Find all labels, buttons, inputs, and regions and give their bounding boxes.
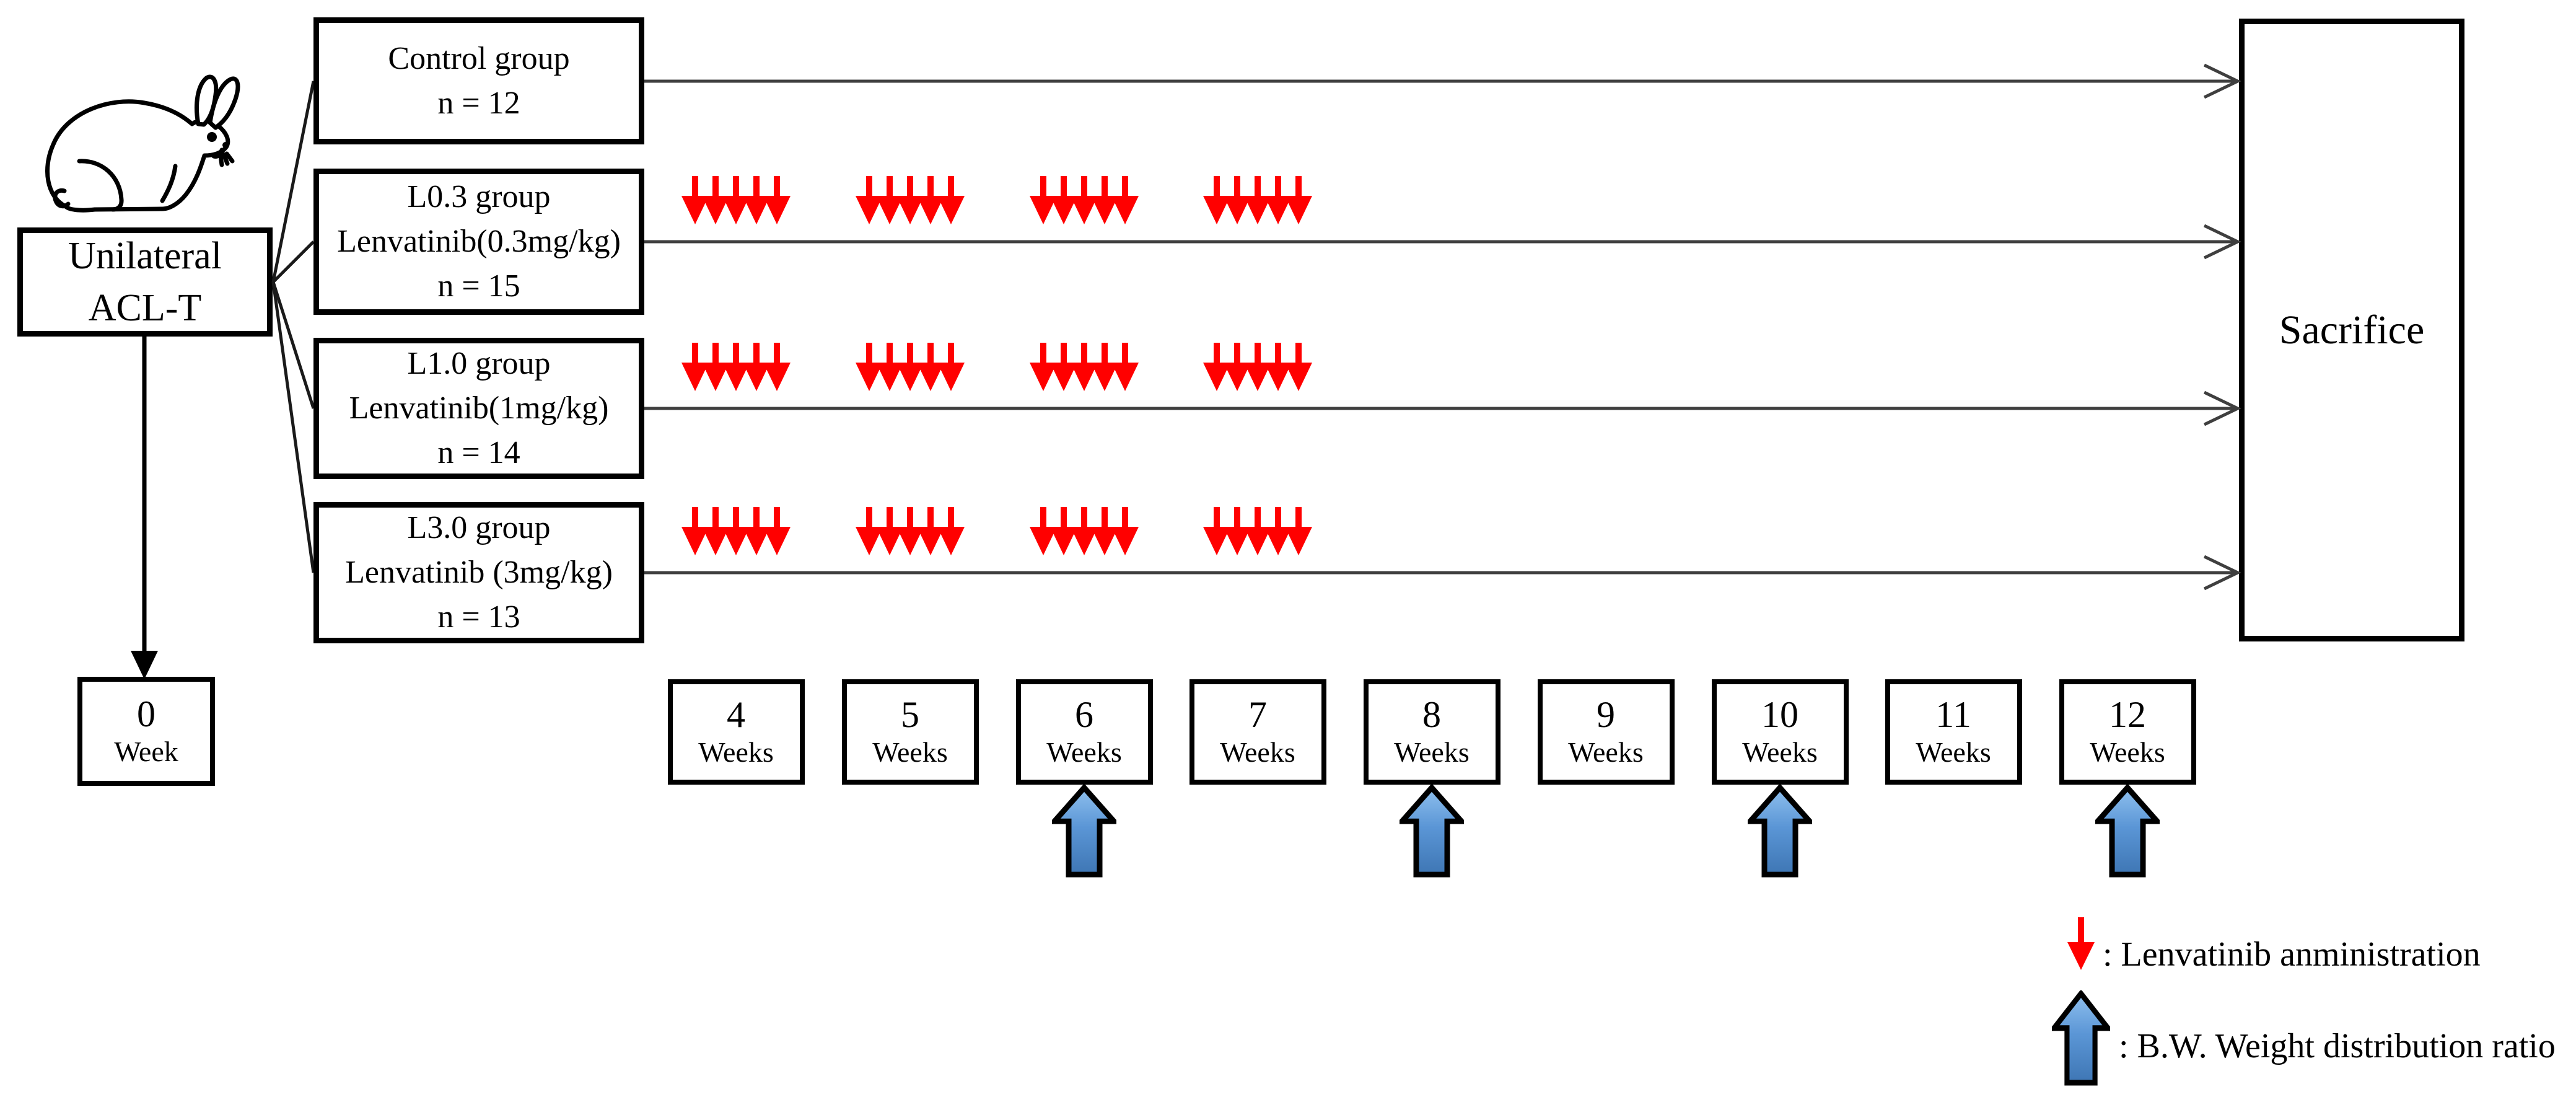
week-box-4: 4 Weeks (667, 679, 805, 785)
week-box-7: 7 Weeks (1189, 679, 1326, 785)
group-box-control: Control group n = 12 (313, 17, 644, 144)
week-number: 4 (727, 694, 745, 735)
group-box-line: Lenvatinib(1mg/kg) (349, 390, 609, 426)
week-unit: Weeks (1220, 736, 1295, 768)
week-number: 10 (1761, 694, 1798, 735)
lenvatinib-arrow-cluster-l10-week4 (681, 343, 791, 391)
lenvatinib-arrow-cluster-l30-week4 (681, 507, 791, 555)
rabbit-illustration (45, 74, 240, 213)
group-box-line: Control group (388, 40, 570, 76)
legend-bw-arrow-icon (2052, 990, 2110, 1086)
week-box-8: 8 Weeks (1363, 679, 1500, 785)
legend-lenvatinib-arrow-icon (2067, 917, 2095, 970)
week-unit: Weeks (698, 736, 774, 768)
group-box-line: Lenvatinib (3mg/kg) (345, 555, 613, 590)
lenvatinib-arrow-cluster-l10-week7 (1203, 343, 1312, 391)
group-box-line: n = 15 (437, 268, 520, 304)
lenvatinib-arrow-cluster-l03-week4 (681, 176, 791, 224)
week-unit: Weeks (1046, 736, 1122, 768)
week-number: 7 (1248, 694, 1267, 735)
sacrifice-label: Sacrifice (2279, 307, 2425, 353)
week-unit: Weeks (1916, 736, 1991, 768)
lenvatinib-arrow-cluster-l03-week5 (856, 176, 965, 224)
bw-measurement-arrow-week12 (2095, 785, 2160, 878)
week-box-5: 5 Weeks (841, 679, 979, 785)
group-box-line: L0.3 group (407, 179, 551, 214)
lenvatinib-arrow-cluster-l03-week6 (1030, 176, 1139, 224)
week-box-9: 9 Weeks (1537, 679, 1675, 785)
branch-line-l30 (271, 281, 315, 573)
week-box-10: 10 Weeks (1711, 679, 1849, 785)
timeline-arrowhead-l10 (2203, 390, 2241, 426)
lenvatinib-arrow-cluster-l30-week6 (1030, 507, 1139, 555)
week-number: 11 (1935, 694, 1971, 735)
group-box-line: L1.0 group (407, 346, 551, 381)
acl-box-line2: ACL-T (88, 287, 202, 329)
lenvatinib-arrow-cluster-l10-week6 (1030, 343, 1139, 391)
week-box-0: 0 Week (77, 677, 215, 786)
branch-line-control (271, 81, 315, 283)
week-number: 0 (137, 694, 156, 734)
week-unit: Weeks (1568, 736, 1644, 768)
week-box-11: 11 Weeks (1885, 679, 2022, 785)
lenvatinib-arrow-cluster-l30-week5 (856, 507, 965, 555)
week-number: 5 (901, 694, 919, 735)
legend-lenvatinib-label: : Lenvatinib anministration (2103, 935, 2481, 974)
timeline-arrowhead-l30 (2203, 555, 2241, 591)
acl-box: Unilateral ACL-T (17, 227, 273, 337)
week-unit: Weeks (2090, 736, 2165, 768)
week-unit: Weeks (1742, 736, 1818, 768)
week-number: 12 (2109, 694, 2146, 735)
acl-box-line1: Unilateral (68, 235, 222, 277)
bw-measurement-arrow-week10 (1748, 785, 1812, 878)
group-box-line: n = 14 (437, 435, 520, 470)
lenvatinib-arrow-cluster-l10-week5 (856, 343, 965, 391)
lenvatinib-arrow-cluster-l30-week7 (1203, 507, 1312, 555)
week-number: 8 (1422, 694, 1441, 735)
group-box-line: Lenvatinib(0.3mg/kg) (337, 224, 621, 259)
week-unit: Weeks (1394, 736, 1470, 768)
bw-measurement-arrow-week8 (1400, 785, 1464, 878)
group-box-line: L3.0 group (407, 510, 551, 545)
timeline-arrowhead-control (2203, 63, 2241, 99)
week-box-6: 6 Weeks (1015, 679, 1153, 785)
week-unit: Weeks (872, 736, 948, 768)
branch-line-l03 (272, 240, 315, 283)
week-number: 9 (1597, 694, 1615, 735)
branch-line-l10 (271, 281, 315, 409)
bw-measurement-arrow-week6 (1052, 785, 1116, 878)
legend-bw-label: : B.W. Weight distribution ratio (2119, 1027, 2556, 1065)
week-number: 6 (1075, 694, 1093, 735)
group-box-line: n = 13 (437, 599, 520, 635)
group-box-line: n = 12 (437, 85, 520, 121)
week-unit: Week (114, 736, 178, 767)
lenvatinib-arrow-cluster-l03-week7 (1203, 176, 1312, 224)
week-box-12: 12 Weeks (2059, 679, 2196, 785)
sacrifice-box: Sacrifice (2239, 19, 2464, 641)
timeline-arrowhead-l03 (2203, 224, 2241, 260)
acl-to-week0-arrowhead (131, 651, 158, 679)
